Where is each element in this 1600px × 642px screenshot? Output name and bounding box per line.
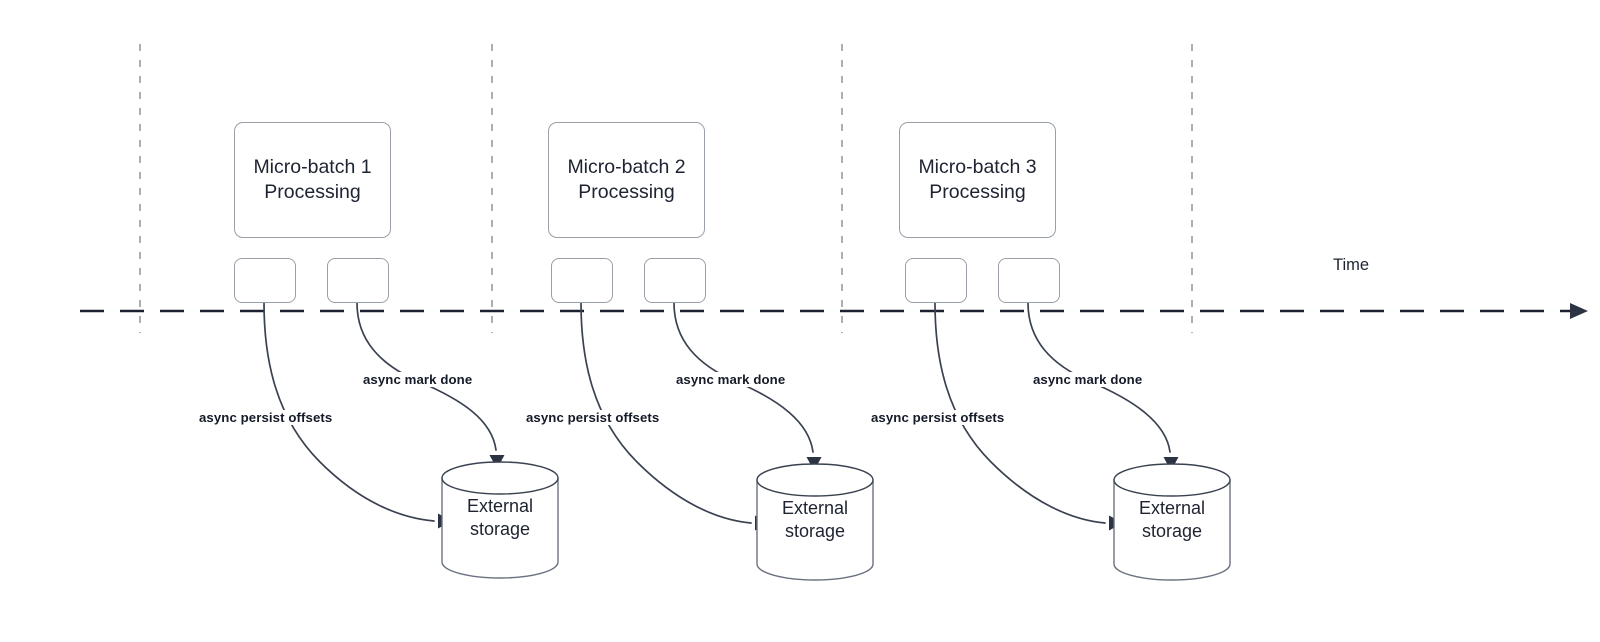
edge-path-async-persist-offsets [263,302,435,522]
micro-batch-label: Micro-batch 1 Processing [253,155,372,203]
micro-batch-label: Micro-batch 2 Processing [567,155,686,203]
edge-label-async-mark-done-1: async mark done [361,372,475,387]
storage-cylinder-top-2 [756,463,874,497]
edge-label-async-mark-done-3: async mark done [1031,372,1145,387]
task-slot-left-1[interactable] [234,258,296,303]
edge-label-async-persist-offsets-3: async persist offsets [869,410,1007,425]
micro-batch-box-1[interactable]: Micro-batch 1 Processing [234,122,391,238]
timeline-axis-label: Time [1333,256,1370,274]
micro-batch-box-3[interactable]: Micro-batch 3 Processing [899,122,1056,238]
task-slot-right-1[interactable] [327,258,389,303]
edge-label-async-mark-done-2: async mark done [674,372,788,387]
storage-cylinder-top-1 [441,461,559,495]
task-slot-right-3[interactable] [998,258,1060,303]
edge-path-async-persist-offsets [580,302,752,524]
edge-label-async-persist-offsets-2: async persist offsets [524,410,662,425]
task-slot-left-2[interactable] [551,258,613,303]
storage-cylinder-body-3 [1113,479,1231,581]
edge-path-async-persist-offsets [934,302,1106,524]
edge-label-async-persist-offsets-1: async persist offsets [197,410,335,425]
task-slot-right-2[interactable] [644,258,706,303]
storage-cylinder-body-2 [756,479,874,581]
task-slot-left-3[interactable] [905,258,967,303]
micro-batch-box-2[interactable]: Micro-batch 2 Processing [548,122,705,238]
storage-cylinder-body-1 [441,477,559,579]
timeline-arrowhead [1570,303,1588,319]
micro-batch-label: Micro-batch 3 Processing [918,155,1037,203]
storage-cylinder-top-3 [1113,463,1231,497]
